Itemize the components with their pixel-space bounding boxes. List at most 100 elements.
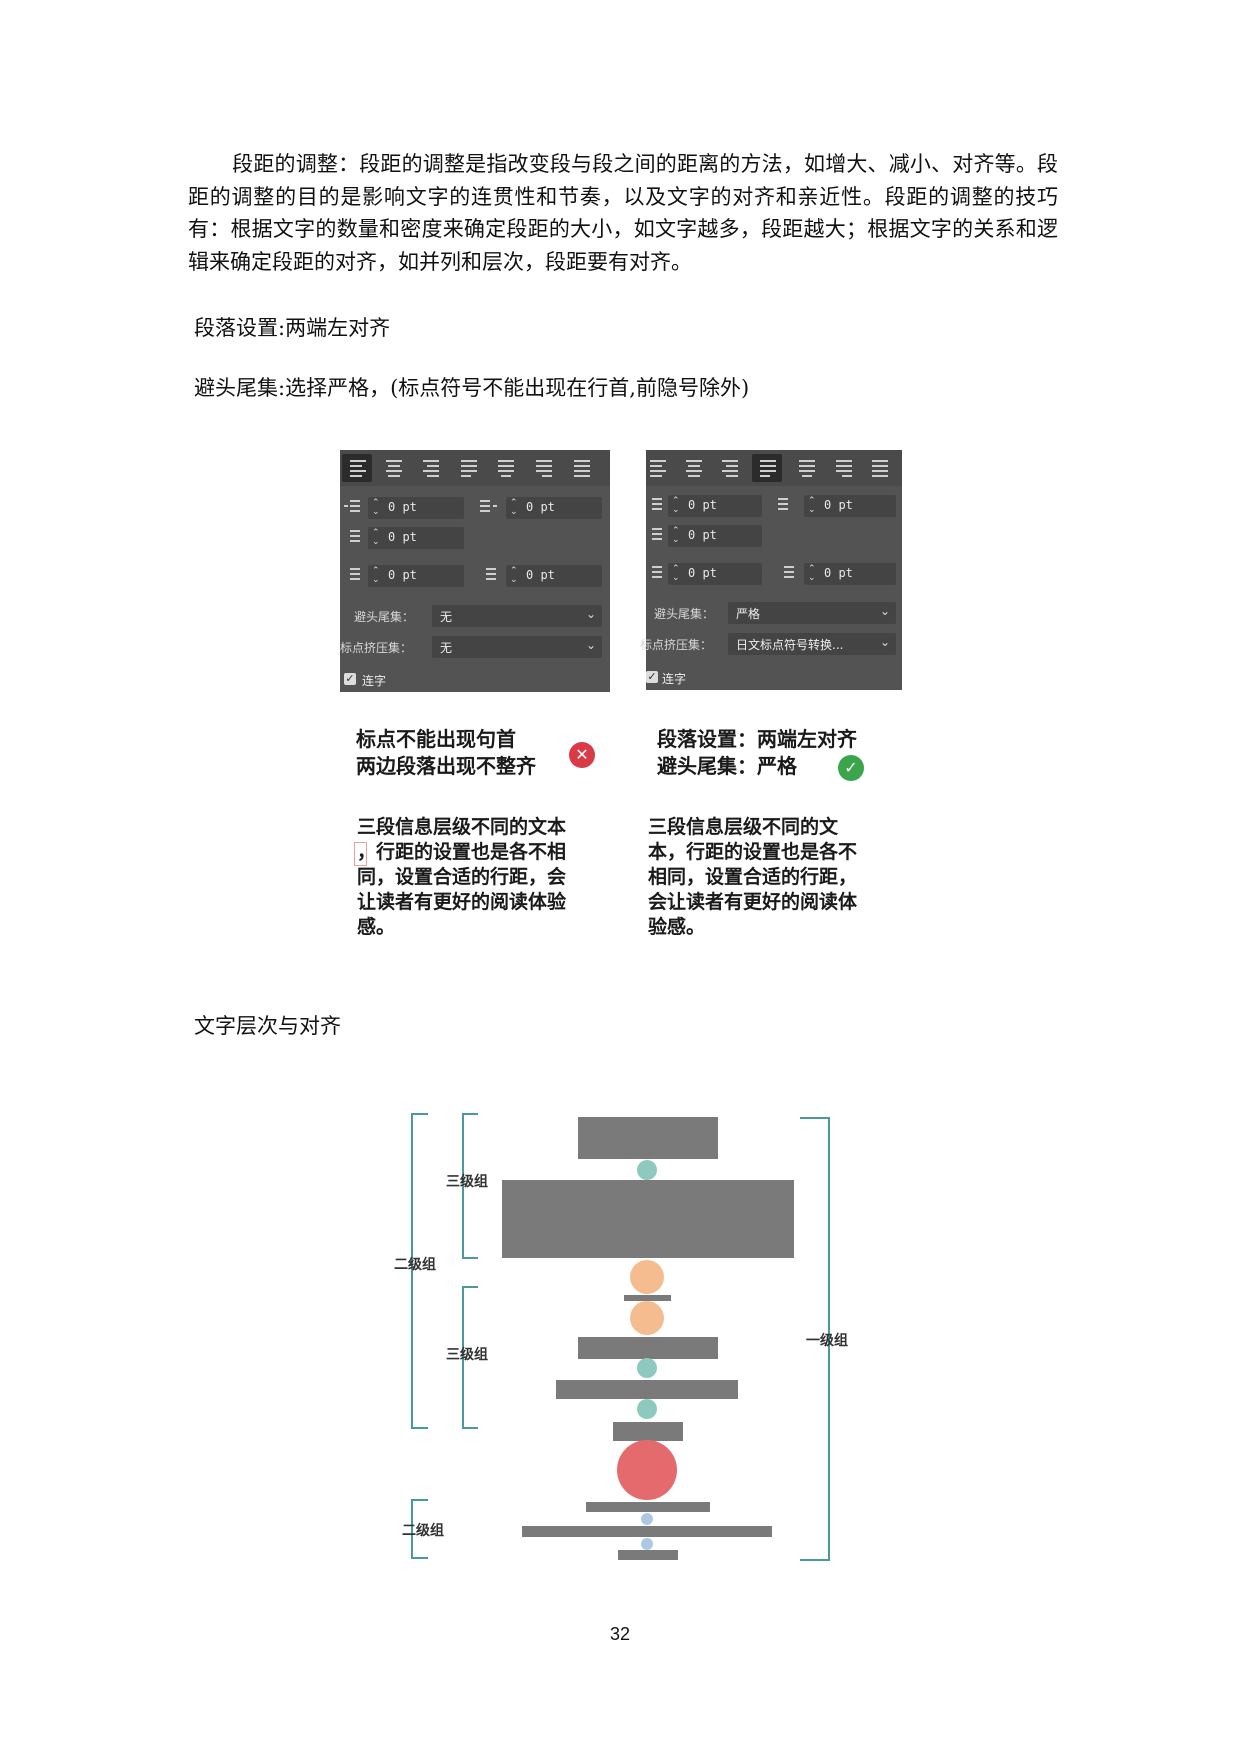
teal-dot-1 [637,1160,657,1180]
paragraph-setting-line: 段落设置:两端左对齐 [194,316,391,340]
blue-dot-2 [641,1538,653,1550]
tier2-top-bracket [411,1113,428,1429]
stepper-icon[interactable]: ⌃⌄ [510,566,518,585]
alignment-toolbar [646,450,902,486]
justify-right-icon[interactable] [828,454,858,482]
bar-2 [502,1180,794,1258]
alignment-toolbar [340,450,610,486]
stepper-icon[interactable]: ⌃⌄ [672,496,680,515]
body-paragraph: 段距的调整：段距的调整是指改变段与段之间的距离的方法，如增大、减小、对齐等。段距… [188,148,1058,278]
right-sample-text: 三段信息层级不同的文 本，行距的设置也是各不 相同，设置合适的行距， 会让读者有… [648,816,858,938]
first-line-indent-icon [344,528,362,546]
mojikumi-dropdown[interactable]: 无⌄ [432,636,602,658]
align-center-icon[interactable] [678,454,708,482]
space-after-field[interactable]: ⌃⌄0 pt [506,565,602,587]
justify-all-icon[interactable] [566,454,596,482]
bar-3 [624,1295,671,1301]
first-line-indent-field[interactable]: ⌃⌄0 pt [368,527,464,549]
stepper-icon[interactable]: ⌃⌄ [372,566,380,585]
teal-dot-2 [637,1358,657,1378]
left-indent-field[interactable]: ⌃⌄0 pt [368,497,464,519]
hyphenate-checkbox[interactable]: ✓ [344,672,356,685]
stepper-icon[interactable]: ⌃⌄ [372,498,380,517]
tier3-top-bracket [462,1113,478,1259]
page-number: 32 [609,1624,631,1644]
paragraph-panel-left: ⌃⌄0 pt ⌃⌄0 pt ⌃⌄0 pt ⌃⌄0 pt ⌃⌄0 pt 避头尾集：… [340,450,610,692]
right-indent-field[interactable]: ⌃⌄0 pt [804,495,896,517]
align-center-icon[interactable] [378,454,408,482]
left-indent-icon [646,496,664,514]
justify-left-icon[interactable] [752,454,782,482]
kinsoku-setting-line: 避头尾集:选择严格，(标点符号不能出现在行首,前隐号除外) [194,376,750,400]
right-caption: 段落设置：两端左对齐 避头尾集：严格 [657,727,857,778]
kinsoku-dropdown[interactable]: 无⌄ [432,605,602,627]
justify-center-icon[interactable] [490,454,520,482]
space-before-icon [646,564,664,582]
tier1-label: 一级组 [806,1332,848,1349]
stepper-icon[interactable]: ⌃⌄ [372,528,380,547]
kinsoku-dropdown[interactable]: 严格⌄ [728,602,896,624]
first-line-indent-field[interactable]: ⌃⌄0 pt [668,525,762,547]
kinsoku-label: 避头尾集： [654,607,715,621]
tier3-top-label: 三级组 [446,1173,488,1190]
tier2-top-label: 二级组 [394,1256,436,1273]
left-indent-field[interactable]: ⌃⌄0 pt [668,495,762,517]
space-after-field[interactable]: ⌃⌄0 pt [804,563,896,585]
stepper-icon[interactable]: ⌃⌄ [510,498,518,517]
bar-4 [578,1337,718,1359]
mojikumi-label: 标点挤压集： [640,638,713,652]
stepper-icon[interactable]: ⌃⌄ [672,564,680,583]
kinsoku-label: 避头尾集： [354,610,415,624]
stepper-icon[interactable]: ⌃⌄ [808,564,816,583]
orange-dot-1 [630,1260,664,1294]
stepper-icon[interactable]: ⌃⌄ [808,496,816,515]
justify-left-icon[interactable] [453,454,483,482]
justify-right-icon[interactable] [528,454,558,482]
left-indent-icon [344,498,362,516]
chevron-down-icon: ⌄ [879,635,890,649]
right-indent-icon [778,496,796,514]
teal-dot-3 [637,1399,657,1419]
tier1-bracket [800,1117,830,1561]
right-indent-field[interactable]: ⌃⌄0 pt [506,497,602,519]
right-indent-icon [480,498,498,516]
bar-7 [586,1502,710,1512]
mojikumi-label: 标点挤压集： [340,641,413,655]
mojikumi-dropdown[interactable]: 日文标点符号转换...⌄ [728,633,896,655]
tier3-mid-bracket [462,1286,478,1429]
bar-1 [578,1117,718,1159]
hyphenate-label: 连字 [362,674,387,688]
align-right-icon[interactable] [714,454,744,482]
align-right-icon[interactable] [415,454,445,482]
orange-dot-2 [630,1301,664,1335]
align-left-icon[interactable] [342,454,372,482]
hierarchy-title-line: 文字层次与对齐 [194,1014,341,1038]
check-icon: ✓ [838,755,864,781]
space-before-field[interactable]: ⌃⌄0 pt [668,563,762,585]
chevron-down-icon: ⌄ [879,604,890,618]
chevron-down-icon: ⌄ [585,607,596,621]
bar-8 [522,1526,772,1537]
hyphenate-checkbox[interactable]: ✓ [646,670,658,683]
justify-all-icon[interactable] [864,454,894,482]
space-after-icon [480,566,498,584]
align-left-icon[interactable] [642,454,672,482]
left-caption: 标点不能出现句首 两边段落出现不整齐 [356,727,536,778]
space-after-icon [778,564,796,582]
paragraph-text: 段距的调整：段距的调整是指改变段与段之间的距离的方法，如增大、减小、对齐等。段距… [188,152,1058,274]
space-before-field[interactable]: ⌃⌄0 pt [368,565,464,587]
error-highlight-box [354,842,367,866]
red-dot [617,1440,677,1500]
hyphenate-label: 连字 [662,672,687,686]
justify-center-icon[interactable] [791,454,821,482]
blue-dot-1 [641,1513,653,1525]
wrong-icon: ✕ [569,742,595,768]
chevron-down-icon: ⌄ [585,638,596,652]
bar-6 [613,1422,683,1441]
bar-9 [618,1550,678,1560]
stepper-icon[interactable]: ⌃⌄ [672,526,680,545]
bar-5 [556,1380,738,1399]
space-before-icon [344,566,362,584]
tier3-mid-label: 三级组 [446,1346,488,1363]
first-line-indent-icon [646,526,664,544]
